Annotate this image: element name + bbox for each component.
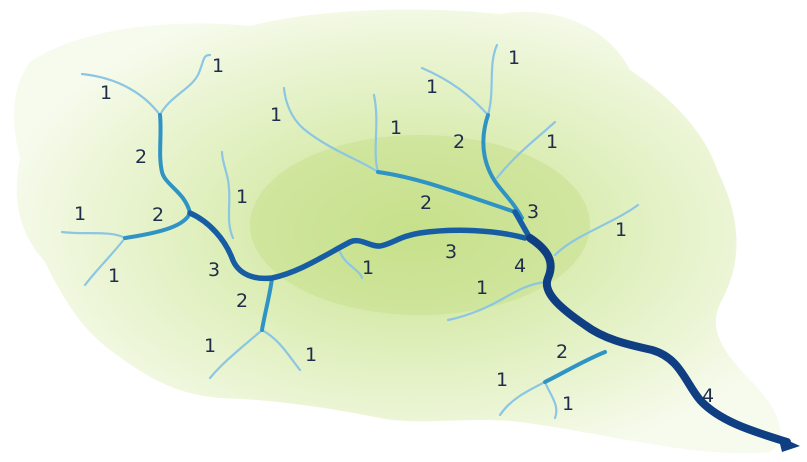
order-label: 1: [305, 344, 317, 366]
stream-order-2: [158, 113, 192, 215]
tributary-order-1: [498, 380, 547, 417]
stream-order-2: [543, 350, 607, 384]
tributary-order-1: [60, 230, 127, 240]
order-label: 1: [390, 117, 402, 139]
order-label: 2: [152, 204, 164, 226]
order-label: 1: [236, 186, 248, 208]
tributary-order-1: [420, 66, 490, 117]
order-label: 1: [100, 82, 112, 104]
basin-core: [250, 135, 590, 315]
tributary-order-1: [446, 280, 547, 322]
stream-order-2: [481, 113, 524, 220]
order-label: 1: [562, 393, 574, 415]
order-label: 1: [362, 257, 374, 279]
order-label: 1: [546, 131, 558, 153]
tributary-order-1: [80, 72, 162, 117]
tributary-order-1: [486, 43, 499, 117]
stream-order-3: [187, 210, 528, 282]
order-label: 1: [615, 219, 627, 241]
tributary-order-1: [208, 328, 264, 380]
tributary-order-1: [553, 203, 640, 257]
order-label: 2: [135, 146, 147, 168]
order-label: 2: [420, 192, 432, 214]
order-label: 2: [556, 341, 568, 363]
order-label: 1: [204, 335, 216, 357]
order-label: 4: [514, 255, 526, 277]
tributary-order-1: [372, 93, 380, 174]
stream-order-2: [376, 170, 517, 214]
stream-order-2: [123, 211, 192, 240]
tributary-order-1: [158, 53, 212, 117]
stream-order-2: [260, 276, 274, 332]
order-label: 1: [426, 76, 438, 98]
outlet-arrowhead: [778, 436, 800, 452]
order-label: 1: [476, 277, 488, 299]
order-label: 1: [496, 369, 508, 391]
order-label: 2: [453, 131, 465, 153]
order-label: 1: [108, 265, 120, 287]
order-label: 3: [208, 259, 220, 281]
order-label: 1: [212, 55, 224, 77]
tributary-order-1: [260, 328, 302, 372]
tributary-order-1: [83, 236, 127, 287]
order-label: 2: [236, 290, 248, 312]
order-label: 1: [508, 47, 520, 69]
order-label: 4: [702, 385, 714, 407]
tributary-order-1: [220, 150, 235, 240]
order-label: 3: [445, 241, 457, 263]
order-label: 1: [270, 104, 282, 126]
tributary-order-1: [282, 86, 380, 174]
order-label: 1: [74, 203, 86, 225]
tributary-order-1: [495, 120, 557, 180]
order-label: 3: [527, 201, 539, 223]
drainage-basin: [14, 9, 781, 454]
tributary-order-1: [543, 380, 558, 420]
tributary-order-1: [338, 250, 364, 280]
main-channel-order-4: [526, 234, 791, 446]
